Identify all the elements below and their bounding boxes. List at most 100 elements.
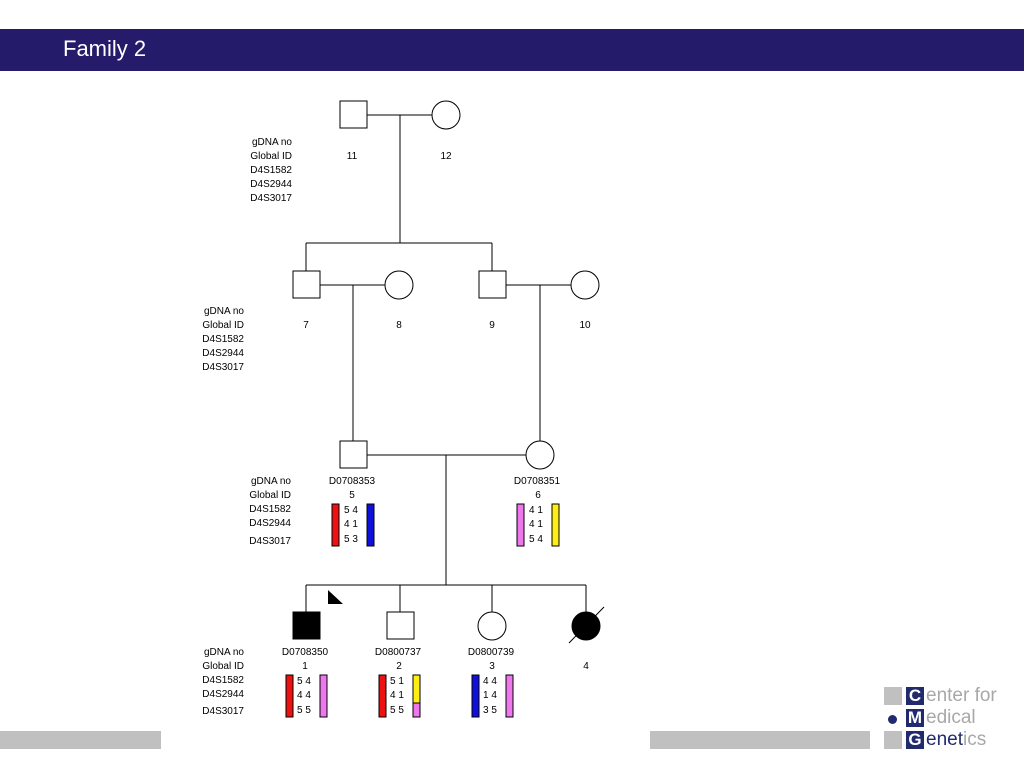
female-symbol-10 (570, 270, 600, 300)
global-id-5: 5 (349, 490, 355, 501)
allele-2-d4s2944: 4 1 (390, 690, 404, 701)
female-symbol-3 (477, 611, 507, 641)
row-label-d4s1582: D4S1582 (250, 165, 292, 176)
logo-letter-c: C (906, 687, 924, 705)
row-labels-gen4: gDNA no Global ID D4S1582 D4S2944 D4S301… (202, 647, 244, 717)
haplotype-bar-3-left (471, 674, 480, 718)
row-labels-gen3: gDNA no Global ID D4S1582 D4S2944 D4S301… (249, 476, 291, 547)
logo-line-2: M edical (884, 708, 1020, 728)
allele-1-d4s2944: 4 4 (297, 690, 311, 701)
haplotype-bar-6-left (516, 503, 525, 547)
row-label-d4s3017: D4S3017 (249, 536, 291, 547)
row-label-d4s1582: D4S1582 (249, 504, 291, 515)
row-label-global-id: Global ID (202, 661, 244, 672)
affected-male-symbol-1 (292, 611, 321, 640)
row-label-d4s2944: D4S2944 (250, 179, 292, 190)
allele-2-d4s1582: 5 1 (390, 676, 404, 687)
logo-grey-square (884, 731, 902, 749)
allele-6-d4s3017: 5 4 (529, 534, 543, 545)
gdna-no-2: D0800737 (375, 647, 422, 658)
logo-line-3: G enetics (884, 730, 1020, 750)
allele-5-d4s3017: 5 3 (344, 534, 358, 545)
individual-labels: 11 1 2 7 8 9 10 D0708353 5 D0708351 6 D07… (282, 151, 591, 672)
gdna-no-5: D0708353 (329, 476, 376, 487)
male-symbol-5 (339, 440, 368, 469)
logo-line-1: C enter for (884, 686, 1020, 706)
logo-letter-m: M (906, 708, 924, 727)
allele-5-d4s1582: 5 4 (344, 505, 358, 516)
row-label-d4s3017: D4S3017 (202, 362, 244, 373)
cmg-logo: C enter for M edical G enetics (884, 686, 1020, 750)
gdna-no-1: D0708350 (282, 647, 329, 658)
deceased-slash-4 (568, 606, 605, 644)
male-symbol-7 (292, 270, 321, 299)
gdna-no-3: D0800739 (468, 647, 515, 658)
proband-arrow-icon (328, 590, 343, 604)
logo-dot-icon (884, 709, 902, 727)
global-id-8: 8 (396, 320, 402, 331)
allele-3-d4s3017: 3 5 (483, 705, 497, 716)
page-title: Family 2 (63, 36, 147, 61)
row-label-d4s1582: D4S1582 (202, 334, 244, 345)
female-symbol-6 (525, 440, 555, 470)
allele-1-d4s1582: 5 4 (297, 676, 311, 687)
allele-1-d4s3017: 5 5 (297, 705, 311, 716)
footer-bar-left (0, 731, 161, 749)
row-labels-gen1: gDNA no Global ID D4S1582 D4S2944 D4S301… (250, 137, 292, 204)
global-id-7: 7 (303, 320, 309, 331)
global-id-4: 4 (583, 661, 589, 672)
row-label-d4s2944: D4S2944 (202, 348, 244, 359)
footer-bar-right (650, 731, 870, 749)
row-label-d4s2944: D4S2944 (202, 689, 244, 700)
row-label-gdna: gDNA no (252, 137, 292, 148)
gdna-no-6: D0708351 (514, 476, 561, 487)
haplotype-bar-5-left (331, 503, 340, 547)
allele-6-d4s1582: 4 1 (529, 505, 543, 516)
logo-text-2: edical (926, 707, 976, 728)
global-id-10: 10 (579, 320, 591, 331)
row-label-d4s3017: D4S3017 (202, 706, 244, 717)
global-id-11: 11 (347, 151, 358, 162)
row-label-gdna: gDNA no (251, 476, 291, 487)
row-label-gdna: gDNA no (204, 647, 244, 658)
global-id-2: 2 (396, 661, 402, 672)
logo-text-3a: en (926, 729, 948, 750)
male-symbol-11 (339, 100, 368, 129)
haplotype-bar-2-left (378, 674, 387, 718)
allele-3-d4s1582: 4 4 (483, 676, 497, 687)
logo-text-3: enetics (926, 730, 986, 750)
male-symbol-2 (386, 611, 415, 640)
row-label-global-id: Global ID (249, 490, 291, 501)
row-label-d4s3017: D4S3017 (250, 193, 292, 204)
pedigree-symbols (292, 100, 605, 644)
allele-3-d4s2944: 1 4 (483, 690, 497, 701)
row-label-d4s2944: D4S2944 (249, 518, 291, 529)
logo-grey-square (884, 687, 902, 705)
female-symbol-12 (431, 100, 461, 130)
haplotype-bar-5-right (366, 503, 375, 547)
row-label-global-id: Global ID (250, 151, 292, 162)
female-symbol-8 (384, 270, 414, 300)
row-label-global-id: Global ID (202, 320, 244, 331)
global-id-1: 1 (302, 661, 308, 672)
logo-text-3b: et (947, 729, 963, 750)
haplotype-bar-3-right (505, 674, 514, 718)
row-label-d4s1582: D4S1582 (202, 675, 244, 686)
allele-values: 5 4 4 1 5 3 4 1 4 1 5 4 5 4 4 4 5 5 5 1 … (297, 505, 543, 716)
logo-letter-g: G (906, 731, 924, 749)
logo-text-1: enter for (926, 685, 997, 706)
global-id-3: 3 (489, 661, 495, 672)
haplotype-bar-2-right-bottom (412, 702, 421, 718)
haplotype-bars (285, 503, 560, 718)
allele-5-d4s2944: 4 1 (344, 519, 358, 530)
allele-6-d4s2944: 4 1 (529, 519, 543, 530)
pedigree-lines (305, 114, 587, 612)
row-labels-gen2: gDNA no Global ID D4S1582 D4S2944 D4S301… (202, 306, 244, 373)
male-symbol-9 (478, 270, 507, 299)
haplotype-bar-6-right (551, 503, 560, 547)
row-label-gdna: gDNA no (204, 306, 244, 317)
global-id-9: 9 (489, 320, 495, 331)
global-id-6: 6 (535, 490, 541, 501)
title-bar: Family 2 (0, 29, 1024, 71)
